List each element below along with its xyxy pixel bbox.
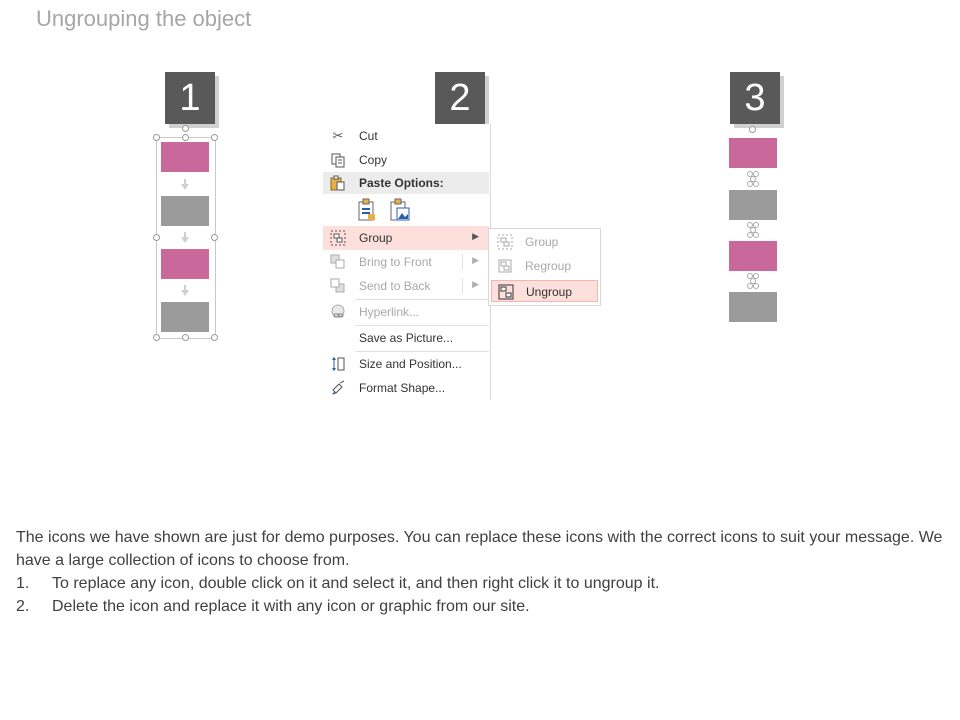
- menu-item-copy[interactable]: Copy: [323, 148, 489, 172]
- step-3-badge: 3: [730, 72, 780, 124]
- connector-handles-icon: [746, 221, 760, 239]
- menu-item-group[interactable]: Group ▶: [323, 226, 489, 250]
- regroup-icon: [496, 258, 514, 274]
- menu-item-size-and-position[interactable]: Size and Position...: [323, 352, 489, 376]
- instruction-step-2: 2. Delete the icon and replace it with a…: [16, 595, 946, 618]
- menu-item-send-to-back[interactable]: Send to Back ▶: [323, 274, 489, 298]
- menu-item-label: Bring to Front: [359, 255, 432, 269]
- group-icon: [496, 234, 514, 250]
- send-to-back-icon: [329, 278, 347, 294]
- selection-handle[interactable]: [182, 134, 189, 141]
- menu-item-format-shape[interactable]: Format Shape...: [323, 376, 489, 400]
- paste-picture-icon[interactable]: [389, 198, 410, 222]
- step-number: 1.: [16, 575, 30, 592]
- bring-to-front-icon: [329, 254, 347, 270]
- menu-item-bring-to-front[interactable]: Bring to Front ▶: [323, 250, 489, 274]
- gray-shape[interactable]: [729, 292, 777, 322]
- selection-handle[interactable]: [211, 234, 218, 241]
- menu-item-label: Copy: [359, 153, 388, 167]
- paste-keep-formatting-icon[interactable]: [357, 198, 377, 222]
- connector-handles-icon: [746, 272, 760, 290]
- menu-item-hyperlink[interactable]: Hyperlink...: [323, 300, 489, 324]
- chevron-right-icon: ▶: [472, 255, 479, 265]
- submenu-item-regroup[interactable]: Regroup: [491, 255, 598, 277]
- intro-paragraph: The icons we have shown are just for dem…: [16, 529, 943, 569]
- submenu-item-ungroup[interactable]: Ungroup: [491, 280, 598, 302]
- scissors-icon: ✂: [332, 128, 344, 143]
- submenu-item-label: Regroup: [525, 259, 572, 273]
- paste-options-header: Paste Options:: [323, 172, 489, 194]
- step-number: 2.: [16, 598, 30, 615]
- selection-handle[interactable]: [182, 125, 189, 132]
- menu-item-label: Send to Back: [359, 279, 431, 293]
- slide-title: Ungrouping the object: [36, 6, 252, 31]
- down-arrow-icon: [181, 285, 189, 296]
- ungroup-icon: [497, 284, 515, 300]
- format-shape-icon: [329, 380, 347, 396]
- selection-handle[interactable]: [153, 334, 160, 341]
- connector-handles-icon: [746, 170, 760, 188]
- split-divider: [462, 278, 463, 294]
- submenu-item-group[interactable]: Group: [491, 231, 598, 253]
- menu-item-label: Save as Picture...: [359, 331, 454, 345]
- down-arrow-icon: [181, 179, 189, 190]
- group-submenu: Group Regroup Ungroup: [488, 228, 601, 306]
- step-2-badge: 2: [435, 72, 485, 124]
- menu-item-cut[interactable]: ✂ Cut: [323, 124, 489, 148]
- description-text: The icons we have shown are just for dem…: [16, 526, 946, 618]
- menu-separator: [355, 351, 489, 352]
- selection-handle[interactable]: [211, 134, 218, 141]
- context-menu: ✂ Cut Copy Paste Options: Group ▶ Bring …: [323, 124, 491, 400]
- hyperlink-icon: [329, 304, 347, 320]
- size-position-icon: [329, 356, 347, 372]
- pink-shape: [161, 249, 209, 279]
- pink-shape[interactable]: [729, 241, 777, 271]
- split-divider: [462, 254, 463, 270]
- selection-handle[interactable]: [211, 334, 218, 341]
- selection-handle[interactable]: [749, 126, 756, 133]
- gray-shape[interactable]: [729, 190, 777, 220]
- pink-shape[interactable]: [729, 138, 777, 168]
- selection-handle[interactable]: [182, 334, 189, 341]
- submenu-item-label: Group: [525, 235, 559, 249]
- step-text: Delete the icon and replace it with any …: [52, 598, 530, 615]
- pink-shape: [161, 142, 209, 172]
- chevron-right-icon: ▶: [472, 231, 479, 241]
- selection-handle[interactable]: [153, 234, 160, 241]
- instruction-step-1: 1. To replace any icon, double click on …: [16, 572, 946, 595]
- chevron-right-icon: ▶: [472, 279, 479, 289]
- gray-shape: [161, 302, 209, 332]
- menu-item-label: Paste Options:: [359, 176, 444, 190]
- down-arrow-icon: [181, 232, 189, 243]
- menu-separator: [355, 299, 489, 300]
- menu-item-label: Format Shape...: [359, 381, 446, 395]
- selection-handle[interactable]: [153, 134, 160, 141]
- menu-item-save-as-picture[interactable]: Save as Picture...: [323, 326, 489, 350]
- menu-item-label: Hyperlink...: [359, 305, 420, 319]
- step-text: To replace any icon, double click on it …: [52, 575, 660, 592]
- menu-item-label: Group: [359, 231, 393, 245]
- menu-item-label: Cut: [359, 129, 378, 143]
- menu-item-label: Size and Position...: [359, 357, 462, 371]
- step-1-badge: 1: [165, 72, 215, 124]
- gray-shape: [161, 196, 209, 226]
- paste-icon: [329, 175, 345, 194]
- group-icon: [329, 230, 347, 246]
- copy-icon: [329, 152, 347, 168]
- menu-separator: [355, 325, 489, 326]
- submenu-item-label: Ungroup: [526, 285, 573, 299]
